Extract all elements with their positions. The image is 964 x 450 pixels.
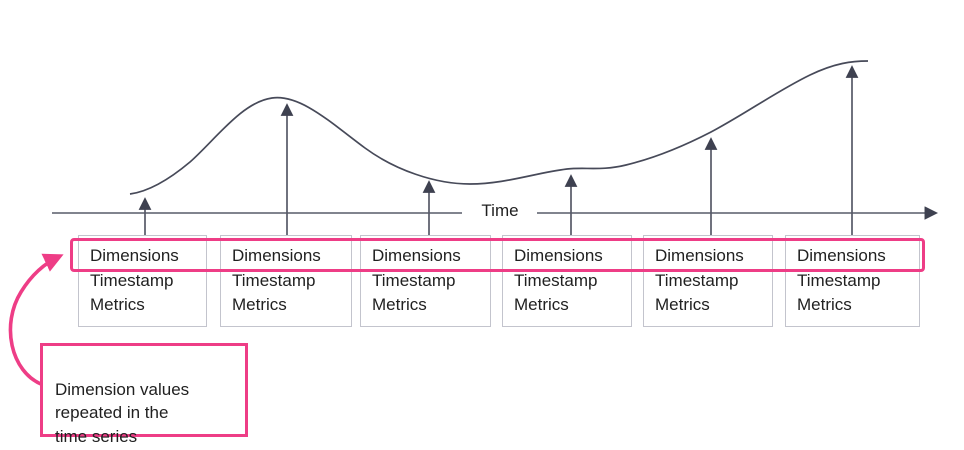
record-dimensions-label: Dimensions xyxy=(797,246,886,265)
record-box-4: Dimensions Timestamp Metrics xyxy=(502,235,632,327)
record-timestamp-label: Timestamp xyxy=(514,270,598,290)
callout-arrow xyxy=(8,253,64,387)
record-dimensions-label: Dimensions xyxy=(514,246,603,265)
record-dimensions-label: Dimensions xyxy=(90,246,179,265)
record-timestamp-label: Timestamp xyxy=(90,270,174,290)
record-metrics-label: Metrics xyxy=(655,295,710,314)
record-dimensions-label: Dimensions xyxy=(655,246,744,265)
record-metrics-label: Metrics xyxy=(232,295,287,314)
record-box-1: Dimensions Timestamp Metrics xyxy=(78,235,207,327)
record-timestamp-label: Timestamp xyxy=(372,270,456,290)
record-metrics-label: Metrics xyxy=(514,295,569,314)
record-box-2: Dimensions Timestamp Metrics xyxy=(220,235,352,327)
record-box-6: Dimensions Timestamp Metrics xyxy=(785,235,920,327)
record-box-3: Dimensions Timestamp Metrics xyxy=(360,235,491,327)
record-box-5: Dimensions Timestamp Metrics xyxy=(643,235,773,327)
record-metrics-label: Metrics xyxy=(90,295,145,314)
record-timestamp-label: Timestamp xyxy=(655,270,739,290)
time-axis-label: Time xyxy=(481,201,519,220)
record-dimensions-label: Dimensions xyxy=(372,246,461,265)
record-timestamp-label: Timestamp xyxy=(797,270,881,290)
series-curve xyxy=(129,60,869,195)
record-metrics-label: Metrics xyxy=(797,295,852,314)
record-timestamp-label: Timestamp xyxy=(232,270,316,290)
callout-text: Dimension values repeated in the time se… xyxy=(55,379,190,446)
callout-box: Dimension values repeated in the time se… xyxy=(40,343,248,446)
record-dimensions-label: Dimensions xyxy=(232,246,321,265)
record-metrics-label: Metrics xyxy=(372,295,427,314)
